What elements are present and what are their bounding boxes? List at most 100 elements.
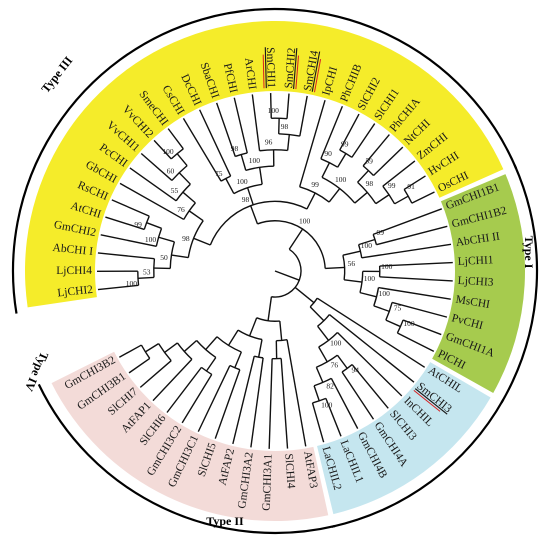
bootstrap-value: 100 <box>330 338 342 347</box>
branch-edge <box>234 351 242 369</box>
branch-edge <box>341 371 375 420</box>
bootstrap-value: 76 <box>331 360 339 369</box>
branch-edge <box>119 182 185 221</box>
branch-edge <box>394 195 409 205</box>
bootstrap-value: 59 <box>365 156 373 165</box>
branch-edge <box>153 139 172 160</box>
bootstrap-value: 100 <box>268 106 280 115</box>
sector-type-iii <box>51 351 329 521</box>
branch-edge <box>357 170 369 183</box>
highlight-underline <box>413 390 441 412</box>
branch-edge <box>248 317 258 337</box>
branch-edge <box>320 105 344 160</box>
branch-edge <box>361 243 452 259</box>
branch-edge <box>152 358 193 402</box>
sector-type-i <box>24 20 504 308</box>
branch-edge <box>385 319 401 328</box>
type-arcs <box>11 7 539 535</box>
bootstrap-value: 100 <box>162 147 174 156</box>
branch-edge <box>167 128 184 150</box>
branch-arc <box>257 220 326 269</box>
bootstrap-value: 91 <box>407 182 415 191</box>
bootstrap-value: 75 <box>215 169 223 178</box>
branch-edge <box>182 118 222 182</box>
branch-edge <box>267 296 273 321</box>
bootstrap-value: 100 <box>361 241 373 250</box>
branch-edge <box>344 279 363 283</box>
branch-edge <box>181 374 213 424</box>
branch-edge <box>359 291 377 298</box>
branch-edge <box>351 123 376 158</box>
bootstrap-value: 100 <box>321 400 333 409</box>
arc-type-iii <box>37 383 336 535</box>
branch-edge <box>146 222 162 229</box>
branch-edge <box>403 175 426 191</box>
branch-edge <box>306 192 316 210</box>
branch-edge <box>214 369 241 439</box>
bootstrap-value: 56 <box>348 259 356 268</box>
type-sectors <box>24 20 525 521</box>
highlight-underline <box>295 55 300 90</box>
sector-type-ii <box>432 174 525 393</box>
leaf-label: GmCHI3A1 <box>261 453 275 510</box>
branch-edge <box>351 364 389 409</box>
branch-edge <box>373 146 404 177</box>
highlight-underline <box>314 59 322 93</box>
branch-edge <box>257 339 263 358</box>
bootstrap-value: 94 <box>352 366 360 375</box>
branch-edge <box>358 238 376 246</box>
leaf-label: MsCHI <box>455 294 491 311</box>
branch-edge <box>105 216 145 231</box>
branch-edge <box>137 276 154 279</box>
branch-edge <box>118 344 142 358</box>
branch-edge <box>288 228 304 250</box>
branch-edge <box>372 208 443 236</box>
branch-edge <box>225 178 235 194</box>
bootstrap-value: 99 <box>341 139 349 148</box>
branch-edge <box>176 153 188 167</box>
branch-edge <box>376 225 448 246</box>
branch-edge <box>315 366 324 383</box>
branch-edge <box>328 314 415 383</box>
branch-edge <box>227 329 239 346</box>
bootstrap-value: 100 <box>364 274 376 283</box>
leaf-label: SmCHI2 <box>283 47 298 89</box>
branch-edge <box>336 354 348 369</box>
bootstrap-value: 75 <box>394 304 402 313</box>
bootstrap-value: 99 <box>376 228 384 237</box>
branch-edge <box>205 336 218 351</box>
leaf-label: SlCHI4 <box>282 453 296 489</box>
branch-edge <box>129 167 177 202</box>
bootstrap-value: 96 <box>265 138 273 147</box>
branch-edge <box>342 250 361 256</box>
branch-edge <box>269 93 272 119</box>
branch-edge <box>193 237 211 246</box>
branch-edge <box>354 191 368 204</box>
bootstrap-value: 100 <box>335 175 347 184</box>
branch-edge <box>251 94 261 151</box>
branch-edge <box>240 154 247 171</box>
branch-edge <box>197 365 231 432</box>
branch-edge <box>205 357 217 372</box>
branch-edge <box>317 325 330 341</box>
branch-edge <box>298 99 326 188</box>
type-label-type-iv: Type IV <box>22 350 52 394</box>
branch-edge <box>97 284 139 291</box>
arc-type-i <box>11 7 518 314</box>
bootstrap-value: 82 <box>326 382 334 391</box>
bootstrap-value: 98 <box>182 234 190 243</box>
branch-edge <box>111 199 150 217</box>
branch-edge <box>325 266 345 270</box>
leaf-label: LjCHI2 <box>57 284 94 300</box>
branch-edge <box>279 320 283 341</box>
branch-edge <box>299 95 308 137</box>
bootstrap-value: 98 <box>366 179 374 188</box>
leaf-label: AbCHI I <box>52 242 94 258</box>
branch-edge <box>268 358 273 449</box>
branch-edge <box>337 153 347 168</box>
branch-edge <box>397 332 435 352</box>
type-label-type-ii: Type II <box>206 514 244 528</box>
leaf-label: SmCHI1 <box>264 47 277 88</box>
branch-edge <box>379 276 453 282</box>
